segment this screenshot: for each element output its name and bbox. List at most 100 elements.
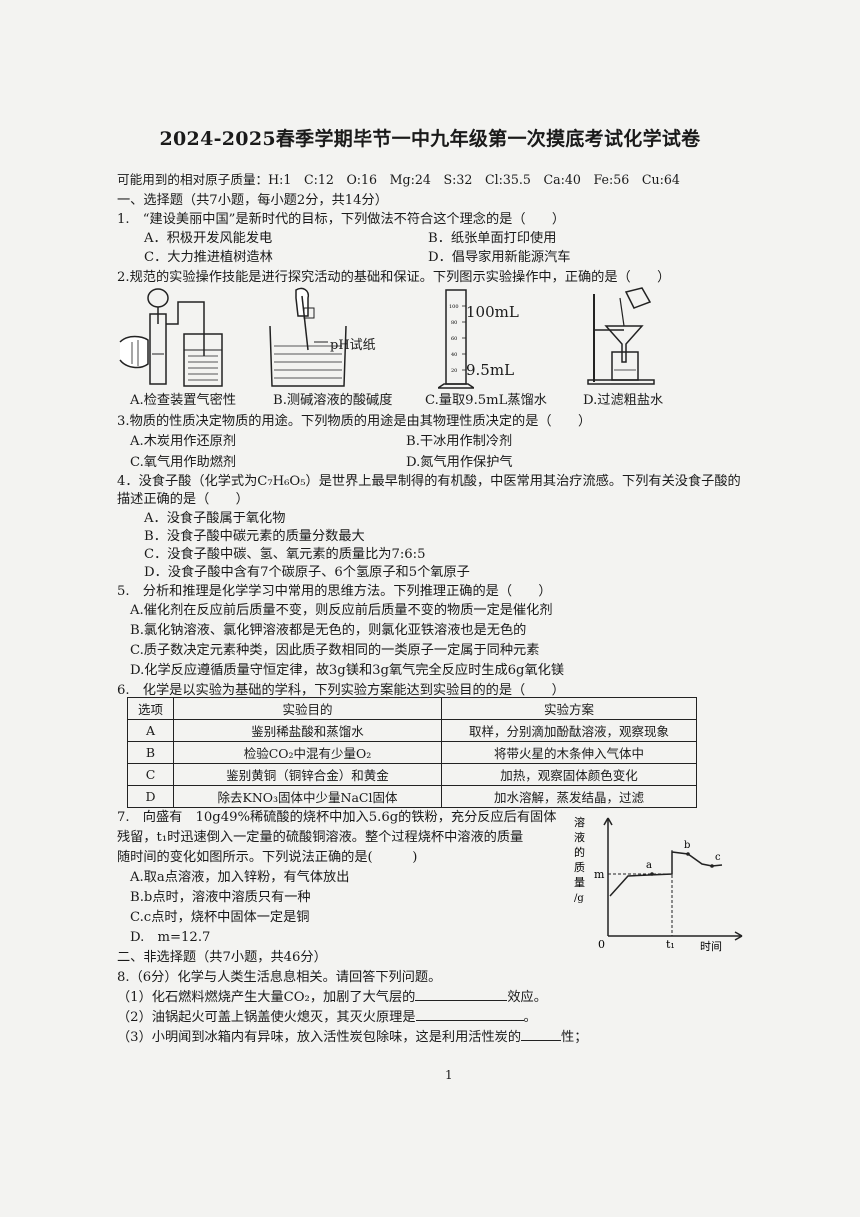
q4-stem-line1: 4．没食子酸（化学式为C₇H₆O₅）是世界上最早制得的有机酸，中医常用其治疗流感… [117, 474, 741, 489]
q7-option-a: A.取a点溶液，加入锌粉，有气体放出 [130, 870, 350, 885]
point-c-label: c [715, 852, 721, 863]
cylinder-9-5ml-label: 9.5mL [466, 361, 515, 379]
q4-option-b: B．没食子酸中碳元素的质量分数最大 [144, 529, 365, 544]
table-cell: D [127, 785, 174, 808]
cyl-tick-80: 80 [451, 320, 457, 326]
table-cell: 检验CO₂中混有少量O₂ [173, 741, 442, 764]
table-cell: 将带火星的木条伸入气体中 [441, 741, 697, 764]
page-number: 1 [445, 1068, 453, 1082]
q8-part3-text: （3）小明闻到冰箱内有异味，放入活性炭包除味，这是利用活性炭的 [117, 1030, 522, 1045]
q2-figure-ph-test [269, 287, 347, 387]
m-label: m [594, 868, 605, 881]
q4-option-d: D．没食子酸中含有7个碳原子、6个氢原子和5个氧原子 [144, 565, 470, 580]
y-label-4: 质 [574, 861, 585, 874]
q3-option-a: A.木炭用作还原剂 [130, 434, 237, 449]
q8-part2-suffix: 。 [523, 1010, 537, 1025]
q2-stem: 2.规范的实验操作技能是进行探究活动的基础和保证。下列图示实验操作中，正确的是（… [117, 270, 671, 285]
y-label-6: /g [574, 893, 584, 904]
table-cell: 加水溶解，蒸发结晶，过滤 [441, 785, 697, 808]
q2-figure-cylinder: 100 80 60 40 20 [438, 289, 474, 389]
q2-figure-airtightness [119, 288, 223, 387]
ph-paper-label: pH试纸 [330, 338, 376, 353]
q3-option-b: B.干冰用作制冷剂 [406, 434, 513, 449]
exam-title: 2024-2025春季学期毕节一中九年级第一次摸底考试化学试卷 [159, 128, 701, 150]
point-a-label: a [646, 860, 652, 871]
q5-option-a: A.催化剂在反应前后质量不变，则反应前后质量不变的物质一定是催化剂 [130, 603, 553, 618]
q7-stem-line2: 残留，t₁时迅速倒入一定量的硫酸铜溶液。整个过程烧杯中溶液的质量 [117, 830, 524, 845]
point-c [710, 864, 714, 868]
table-row: B 检验CO₂中混有少量O₂ 将带火星的木条伸入气体中 [127, 741, 697, 764]
y-axis-arrow [603, 817, 613, 826]
q2-figure-filtration [587, 287, 655, 385]
table-cell: 加热，观察固体颜色变化 [441, 763, 697, 786]
q8-part3: （3）小明闻到冰箱内有异味，放入活性炭包除味，这是利用活性炭的 性； [117, 1026, 587, 1045]
table-cell: B [127, 741, 174, 764]
table-header-row: 选项 实验目的 实验方案 [127, 697, 697, 720]
q1-option-d: D．倡导家用新能源汽车 [428, 250, 571, 265]
cyl-tick-40: 40 [451, 352, 457, 358]
q8-part2-text: （2）油锅起火可盖上锅盖使火熄灭，其灭火原理是 [117, 1010, 416, 1025]
q8-part1-text: （1）化石燃料燃烧产生大量CO₂，加剧了大气层的 [117, 990, 416, 1005]
cyl-tick-100: 100 [449, 304, 459, 310]
table-cell: 鉴别黄铜（铜锌合金）和黄金 [173, 763, 442, 786]
table-header-cell: 实验目的 [173, 697, 442, 720]
q8-part1-blank[interactable] [415, 987, 508, 1001]
t1-label: t₁ [666, 938, 675, 951]
table-cell: A [127, 719, 174, 742]
q5-option-b: B.氯化钠溶液、氯化钾溶液都是无色的，则氯化亚铁溶液也是无色的 [130, 623, 527, 638]
q7-mass-time-graph: 溶 液 的 质 量 /g m 0 t₁ 时间 a b c [574, 815, 743, 953]
point-b [686, 852, 690, 856]
q7-option-d: D. m=12.7 [130, 930, 211, 945]
q8-part2: （2）油锅起火可盖上锅盖使火熄灭，其灭火原理是 。 [117, 1006, 537, 1025]
q1-option-c: C．大力推进植树造林 [144, 250, 273, 265]
q2-option-b: B.测碱溶液的酸碱度 [273, 393, 393, 408]
q1-option-a: A．积极开发风能发电 [144, 231, 273, 246]
table-row: C 鉴别黄铜（铜锌合金）和黄金 加热，观察固体颜色变化 [127, 763, 697, 786]
q6-table: 选项 实验目的 实验方案 A 鉴别稀盐酸和蒸馏水 取样，分别滴加酚酞溶液，观察现… [127, 697, 697, 808]
point-b-label: b [684, 840, 690, 851]
cyl-tick-60: 60 [451, 336, 457, 342]
q7-option-b: B.b点时，溶液中溶质只有一种 [130, 890, 311, 905]
q1-stem: 1. “建设美丽中国”是新时代的目标，下列做法不符合这个理念的是（ ） [117, 212, 566, 227]
y-label-5: 量 [574, 876, 585, 889]
section-2-heading: 二、非选择题（共7小题，共46分） [117, 950, 327, 965]
q8-part1-suffix: 效应。 [507, 990, 547, 1005]
q2-option-c: C.量取9.5mL蒸馏水 [425, 393, 547, 408]
table-cell: C [127, 763, 174, 786]
table-row: D 除去KNO₃固体中少量NaCl固体 加水溶解，蒸发结晶，过滤 [127, 785, 697, 808]
x-axis-label: 时间 [700, 940, 722, 953]
table-header-cell: 选项 [127, 697, 174, 720]
table-cell: 除去KNO₃固体中少量NaCl固体 [173, 785, 442, 808]
q8-part3-suffix: 性； [561, 1030, 588, 1045]
atomic-masses: 可能用到的相对原子质量：H:1 C:12 O:16 Mg:24 S:32 Cl:… [117, 172, 680, 187]
table-cell: 鉴别稀盐酸和蒸馏水 [173, 719, 442, 742]
q5-option-d: D.化学反应遵循质量守恒定律，故3g镁和3g氧气完全反应时生成6g氧化镁 [130, 663, 565, 678]
q7-stem-line1: 7. 向盛有 10g49%稀硫酸的烧杯中加入5.6g的铁粉，充分反应后有固体 [117, 810, 557, 825]
q1-option-b: B．纸张单面打印使用 [428, 231, 557, 246]
q8-stem: 8.（6分）化学与人类生活息息相关。请回答下列问题。 [117, 970, 442, 985]
mass-curve [609, 851, 723, 897]
cylinder-100ml-label: 100mL [466, 303, 519, 321]
q8-part3-blank[interactable] [521, 1027, 562, 1041]
q2-option-a: A.检查装置气密性 [130, 393, 237, 408]
point-a [650, 872, 654, 876]
q7-option-c: C.c点时，烧杯中固体一定是铜 [130, 910, 310, 925]
q8-part1: （1）化石燃料燃烧产生大量CO₂，加剧了大气层的 效应。 [117, 986, 547, 1005]
table-row: A 鉴别稀盐酸和蒸馏水 取样，分别滴加酚酞溶液，观察现象 [127, 719, 697, 742]
q5-stem: 5. 分析和推理是化学学习中常用的思维方法。下列推理正确的是（ ） [117, 584, 552, 599]
cyl-tick-20: 20 [451, 368, 457, 374]
q3-option-d: D.氮气用作保护气 [406, 455, 513, 470]
table-cell: 取样，分别滴加酚酞溶液，观察现象 [441, 719, 697, 742]
q2-option-d: D.过滤粗盐水 [583, 393, 664, 408]
y-label-2: 液 [574, 830, 585, 844]
y-label-1: 溶 [574, 815, 585, 829]
q4-stem-line2: 描述正确的是（ ） [117, 492, 249, 507]
q8-part2-blank[interactable] [415, 1007, 524, 1021]
q7-stem-line3: 随时间的变化如图所示。下列说法正确的是( ) [117, 850, 418, 865]
q4-option-c: C．没食子酸中碳、氢、氧元素的质量比为7:6:5 [144, 547, 426, 562]
q3-option-c: C.氧气用作助燃剂 [130, 455, 237, 470]
q5-option-c: C.质子数决定元素种类，因此质子数相同的一类原子一定属于同种元素 [130, 643, 540, 658]
section-1-heading: 一、选择题（共7小题，每小题2分，共14分） [117, 193, 388, 208]
q3-stem: 3.物质的性质决定物质的用途。下列物质的用途是由其物理性质决定的是（ ） [117, 414, 592, 429]
x-axis-arrow [734, 931, 743, 941]
